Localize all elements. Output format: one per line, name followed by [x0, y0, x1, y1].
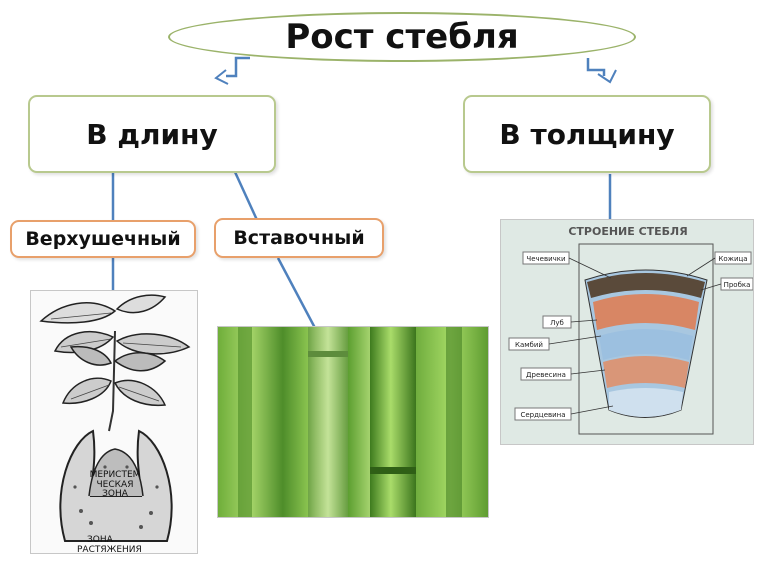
branch-thickness-box: В толщину [463, 95, 711, 173]
connector-length-intercalary [233, 171, 259, 221]
arrow-right-connector [586, 58, 606, 76]
zone-meristem-text-1: МЕРИСТЕМ [90, 470, 141, 480]
label-bast: Луб [550, 319, 564, 327]
diagram-title-text: Рост стебля [285, 17, 519, 57]
zone-meristem-text-3: ЗОНА [102, 489, 129, 499]
growth-intercalary-label: Вставочный [233, 227, 365, 249]
growth-apical-box: Верхушечный [10, 220, 196, 258]
growth-apical-label: Верхушечный [25, 228, 181, 250]
stem-structure-svg: СТРОЕНИЕ СТЕБЛЯ Чечевички Кожица Пробка … [508, 225, 753, 435]
stem-structure-title: СТРОЕНИЕ СТЕБЛЯ [568, 225, 687, 238]
label-cork: Пробка [724, 281, 751, 289]
diagram-title: Рост стебля [168, 12, 636, 62]
label-skin: Кожица [718, 255, 747, 263]
arrow-right-head [597, 69, 617, 84]
label-wood: Древесина [526, 371, 566, 379]
branch-thickness-label: В толщину [499, 117, 675, 151]
label-lenticels: Чечевички [526, 255, 565, 263]
arrow-left-connector [226, 56, 250, 78]
connector-intercalary-image [276, 257, 317, 329]
branch-length-box: В длину [28, 95, 276, 173]
stem-structure-diagram: СТРОЕНИЕ СТЕБЛЯ Чечевички Кожица Пробка … [500, 219, 754, 445]
zone-meristem-text-2: ЧЕСКАЯ [97, 480, 134, 490]
bamboo-photo [217, 326, 489, 518]
zone-growth-text-2: РАСТЯЖЕНИЯ [77, 545, 142, 554]
plant-sketch: МЕРИСТЕМ ЧЕСКАЯ ЗОНА ЗОНА РАСТЯЖЕНИЯ [39, 294, 191, 554]
arrow-left-head [214, 69, 229, 85]
zone-growth-text-1: ЗОНА [87, 535, 114, 545]
growth-intercalary-box: Вставочный [214, 218, 384, 258]
bamboo-stalks [238, 327, 462, 517]
label-pith: Сердцевина [520, 411, 565, 419]
branch-length-label: В длину [86, 117, 218, 151]
label-cambium: Камбий [515, 341, 543, 349]
apical-growth-illustration: МЕРИСТЕМ ЧЕСКАЯ ЗОНА ЗОНА РАСТЯЖЕНИЯ [30, 290, 198, 554]
